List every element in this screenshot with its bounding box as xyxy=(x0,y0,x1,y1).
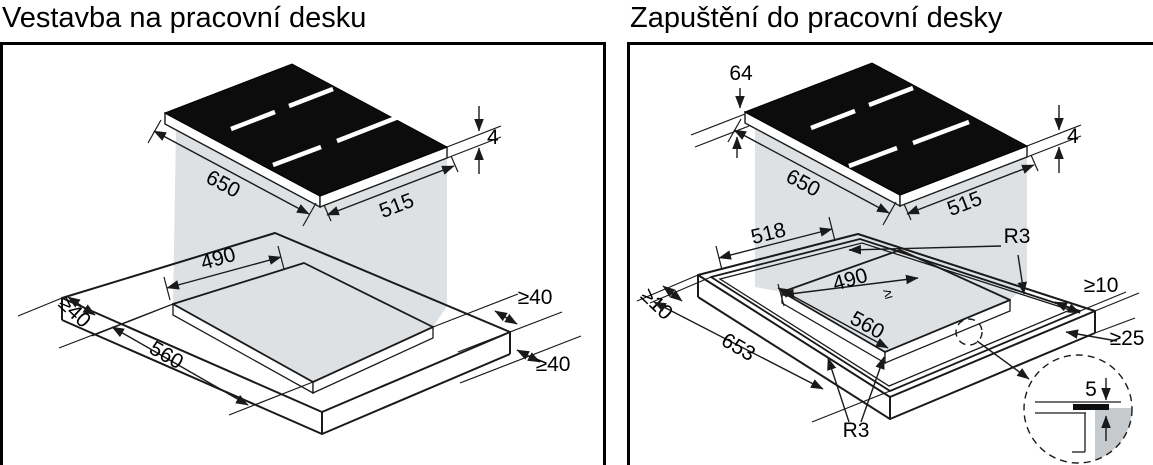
flush-mount-diagram: 64 650 515 4 518 xyxy=(636,62,1145,464)
dim-clearance-right-lower: ≥40 xyxy=(459,335,582,384)
svg-text:≥40: ≥40 xyxy=(518,286,553,309)
surface-mount-diagram: 650 515 4 490 ≥40 xyxy=(17,63,582,435)
svg-text:≥10: ≥10 xyxy=(636,284,677,325)
svg-text:≥25: ≥25 xyxy=(1110,327,1145,350)
dim-clearance-right-upper: ≥40 xyxy=(432,286,563,353)
left-panel-title: Vestavba na pracovní desku xyxy=(2,2,367,34)
detail-source-circle xyxy=(955,318,983,346)
svg-text:R3: R3 xyxy=(1004,225,1031,248)
dim-worktop-thickness: ≥25 xyxy=(1065,317,1145,350)
svg-text:64: 64 xyxy=(729,62,753,85)
svg-text:≥40: ≥40 xyxy=(536,353,571,376)
detail-zoom-circle xyxy=(1023,354,1133,464)
dim-corner-radius-top: R3 xyxy=(848,225,1031,295)
svg-text:R3: R3 xyxy=(843,419,870,442)
left-panel-frame xyxy=(0,42,606,465)
detail-step-profile xyxy=(1035,401,1121,453)
dim-hob-thickness: 4 xyxy=(446,106,502,174)
right-panel-title: Zapuštění do pracovní desky xyxy=(630,2,1003,34)
dim-clearance-right: ≥10 xyxy=(1054,274,1140,314)
detail-callout: 5 xyxy=(955,318,1133,464)
svg-text:653: 653 xyxy=(717,329,759,366)
svg-text:≥10: ≥10 xyxy=(1084,274,1119,297)
detail-glass-edge xyxy=(1073,404,1109,410)
dim-recess-step-depth: 5 xyxy=(1085,378,1097,401)
right-panel-frame xyxy=(627,42,1153,465)
svg-text:4: 4 xyxy=(487,126,499,149)
dim-hob-body-height: 64 xyxy=(690,62,753,158)
svg-text:4: 4 xyxy=(1067,125,1079,148)
dim-corner-radius-bottom: R3 xyxy=(827,356,885,442)
dim-hob-thickness: 4 xyxy=(1026,105,1082,173)
